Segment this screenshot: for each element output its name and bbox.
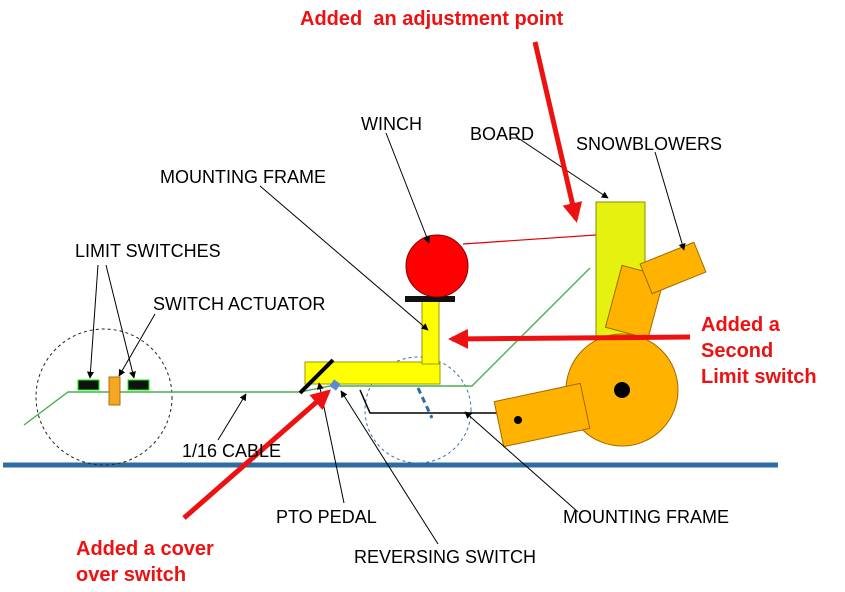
- wheel-hub: [614, 382, 630, 398]
- mounting-frame-vertical: [421, 299, 440, 365]
- leader-limit-switch-2: [105, 264, 136, 379]
- reversing-switch: [329, 379, 341, 391]
- chute-front-hub: [514, 416, 522, 424]
- leader-snowblowers: [654, 151, 686, 251]
- frame-rod: [416, 387, 434, 419]
- snowblower-chute-front: [493, 382, 591, 448]
- switch-actuator: [108, 376, 121, 406]
- snowblower-chute-top: [639, 241, 707, 295]
- label-reversing-switch: REVERSING SWITCH: [354, 547, 536, 567]
- limit-switch-right: [127, 379, 150, 391]
- annotation-second-limit-line-3: Limit switch: [701, 366, 817, 388]
- arrow-adjustment-point: [532, 41, 583, 223]
- cable-line: [23, 267, 591, 426]
- leader-reversing-switch: [340, 390, 439, 545]
- winch: [405, 234, 469, 298]
- annotation-second-limit-line-2: Second: [701, 340, 773, 362]
- winch-base-plate: [405, 296, 455, 302]
- annotation-cover-line-2: over switch: [76, 564, 186, 586]
- label-switch-actuator: SWITCH ACTUATOR: [153, 294, 325, 314]
- left-wheel-outline: [35, 328, 173, 466]
- leader-board: [510, 137, 609, 199]
- label-winch: WINCH: [361, 114, 422, 134]
- leader-mounting-frame-top: [259, 185, 429, 331]
- label-snowblowers: SNOWBLOWERS: [576, 134, 722, 154]
- pto-pedal: [298, 358, 335, 395]
- leader-mounting-frame-bottom: [464, 411, 579, 513]
- leader-limit-switch-1: [86, 264, 99, 379]
- connecting-bar: [359, 389, 498, 414]
- leader-switch-actuator: [118, 313, 156, 377]
- limit-switch-left: [77, 379, 100, 391]
- label-cable: 1/16 CABLE: [182, 441, 281, 461]
- label-mounting-frame-top: MOUNTING FRAME: [160, 167, 326, 187]
- leader-pto-pedal: [316, 382, 345, 504]
- annotation-second-limit-line-1: Added a: [701, 314, 781, 336]
- mounting-frame-horizontal: [304, 361, 441, 385]
- label-mounting-frame-bottom: MOUNTING FRAME: [563, 507, 729, 527]
- leader-winch: [385, 132, 430, 244]
- front-wheel-outline: [364, 356, 472, 464]
- leader-cable: [217, 393, 247, 441]
- label-limit-switches: LIMIT SWITCHES: [75, 241, 221, 261]
- arrow-second-limit-switch: [448, 328, 691, 349]
- arrow-cover-over-switch: [182, 389, 332, 520]
- annotation-cover-line-1: Added a cover: [76, 538, 214, 560]
- annotation-adjustment-point: Added an adjustment point: [300, 8, 564, 30]
- label-pto-pedal: PTO PEDAL: [276, 507, 377, 527]
- label-board: BOARD: [470, 124, 534, 144]
